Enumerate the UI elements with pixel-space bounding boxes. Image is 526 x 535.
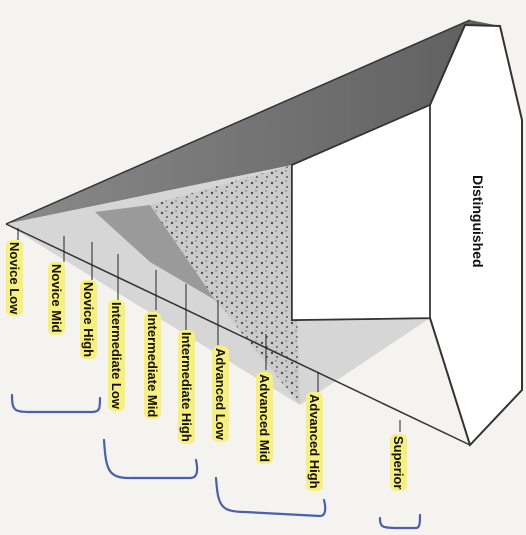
label-intermediate-high: Intermediate High [178, 330, 195, 444]
label-advanced-high: Advanced High [306, 392, 323, 491]
label-superior: Superior [390, 434, 407, 491]
label-novice-mid: Novice Mid [48, 262, 65, 335]
bracket-novice [12, 395, 100, 412]
label-intermediate-low: Intermediate Low [108, 300, 125, 411]
label-novice-high: Novice High [80, 280, 97, 359]
bracket-superior [380, 515, 420, 528]
label-novice-low: Novice Low [6, 240, 23, 316]
label-advanced-mid: Advanced Mid [256, 372, 273, 464]
label-distinguished: Distinguished [470, 175, 486, 268]
label-intermediate-mid: Intermediate Mid [144, 312, 161, 419]
bracket-intermediate [104, 440, 197, 478]
label-advanced-low: Advanced Low [212, 346, 229, 442]
